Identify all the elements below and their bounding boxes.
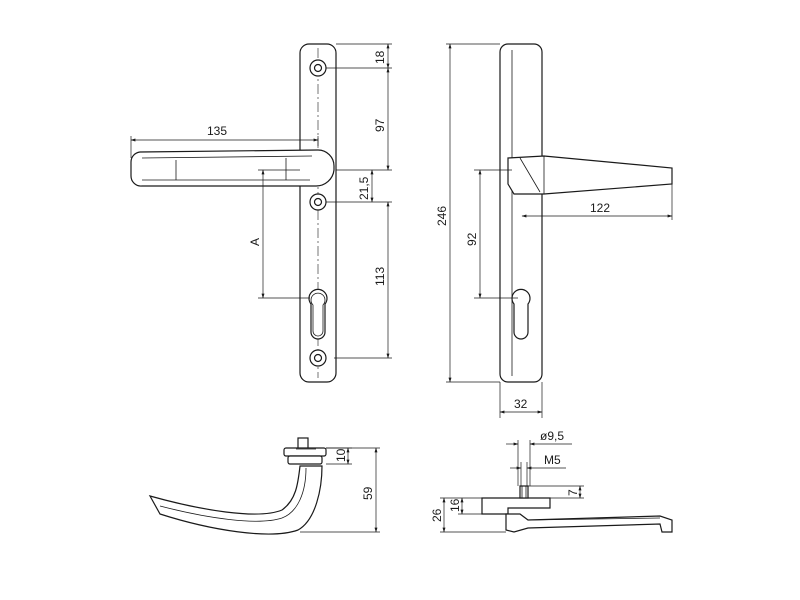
- bottom-screw-icon: [309, 349, 327, 367]
- dim-bolt-diameter: ø9,5: [540, 429, 564, 443]
- dim-overall-height: 59: [361, 486, 375, 500]
- top-screw-icon: [309, 59, 327, 77]
- lever-foot: [505, 513, 673, 533]
- dim-spindle-to-screw: 21,5: [357, 176, 371, 200]
- dim-spindle-to-cylinder: 92: [465, 232, 479, 246]
- dim-screw-to-bottom-screw: 113: [373, 267, 387, 286]
- dim-thread: M5: [544, 453, 561, 467]
- side-lever-handle: [507, 155, 673, 195]
- front-lever-handle: [130, 149, 335, 187]
- dim-backset-a: A: [248, 238, 262, 246]
- middle-screw-icon: [309, 193, 327, 211]
- dim-plate-height: 246: [435, 206, 449, 226]
- dim-screw-to-spindle: 97: [373, 118, 387, 132]
- front-view: 135 18 97 21,5 113 A: [130, 43, 392, 383]
- dim-plate-depth: 16: [448, 498, 462, 512]
- dim-plate-width: 32: [514, 397, 528, 411]
- dim-rose-height: 10: [334, 448, 348, 462]
- dim-handle-length: 135: [207, 124, 227, 138]
- side-keyhole-icon: [511, 288, 531, 340]
- bottom-plate-view: ø9,5 M5 7 16 26: [430, 429, 673, 533]
- keyhole-icon: [308, 288, 328, 340]
- plate-profile: [481, 497, 551, 515]
- dim-total-depth: 26: [430, 508, 444, 522]
- bolt-icon: [519, 485, 529, 499]
- dim-handle-projection: 122: [590, 201, 610, 215]
- side-backplate: [499, 43, 543, 383]
- dim-thread-length: 7: [566, 489, 580, 496]
- curved-lever-handle: [148, 465, 323, 535]
- bottom-handle-view: 10 59: [148, 437, 380, 535]
- side-view: 246 92 122 32: [435, 43, 673, 418]
- dim-top-screw-offset: 18: [373, 50, 387, 64]
